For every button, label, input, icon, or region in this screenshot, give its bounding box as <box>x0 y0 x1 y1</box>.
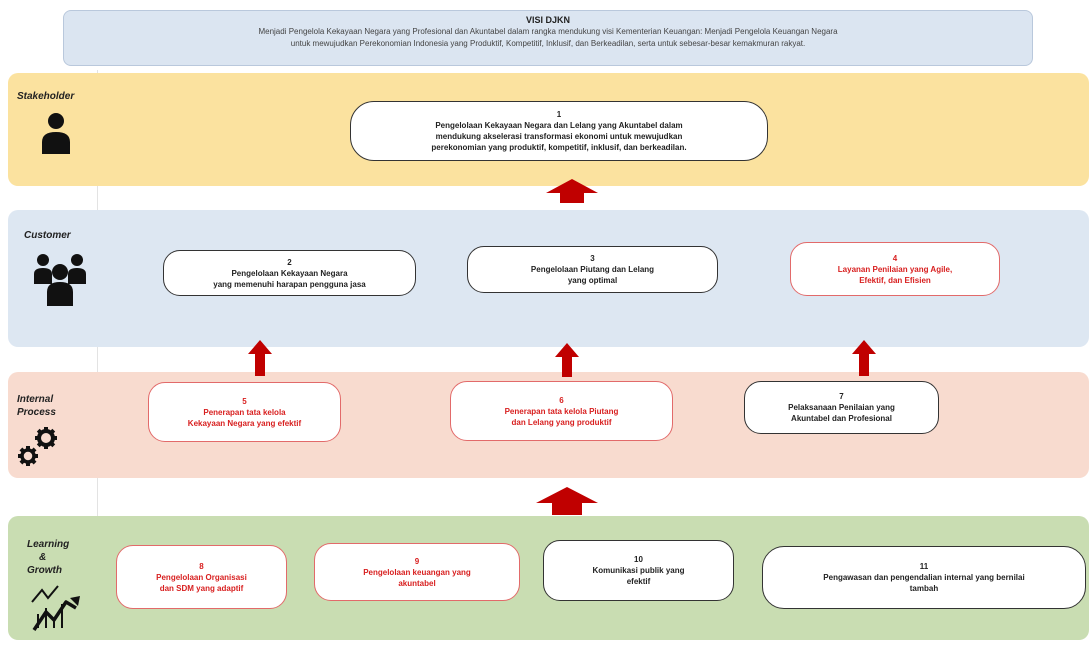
stakeholder-label: Stakeholder <box>17 91 75 102</box>
objective-1-line3: perekonomian yang produktif, kompetitif,… <box>431 143 687 152</box>
objective-11-line2: tambah <box>909 584 939 593</box>
objective-3-line1: Pengelolaan Piutang dan Lelang <box>530 265 655 274</box>
objective-5-box: 5 Penerapan tata kelola Kekayaan Negara … <box>148 382 341 442</box>
objective-4-line2: Efektif, dan Efisien <box>859 275 931 285</box>
objective-4-number: 4 <box>892 253 898 263</box>
internal-process-label: Internal Process <box>17 393 56 419</box>
objective-10-box: 10 Komunikasi publik yang efektif <box>543 540 734 601</box>
objective-3-box: 3 Pengelolaan Piutang dan Lelang yang op… <box>467 246 718 293</box>
learning-label-line1: Learning <box>27 539 70 550</box>
objective-8-line2: dan SDM yang adaptif <box>159 583 244 593</box>
objective-7-number: 7 <box>839 392 844 401</box>
objective-8-box: 8 Pengelolaan Organisasi dan SDM yang ad… <box>116 545 287 609</box>
objective-9-number: 9 <box>414 556 420 566</box>
objective-1-line1: Pengelolaan Kekayaan Negara dan Lelang y… <box>435 121 683 130</box>
objective-5-line1: Penerapan tata kelola <box>203 407 286 417</box>
objective-5-number: 5 <box>242 396 247 406</box>
objective-7-line2: Akuntabel dan Profesional <box>791 414 892 423</box>
objective-10-line2: efektif <box>626 577 651 586</box>
gears-icon <box>18 427 57 466</box>
objective-2-line1: Pengelolaan Kekayaan Negara <box>231 268 348 278</box>
objective-3-line2: yang optimal <box>567 276 618 285</box>
vision-text-line2: untuk mewujudkan Perekonomian Indonesia … <box>290 39 806 48</box>
objective-4-box: 4 Layanan Penilaian yang Agile, Efektif,… <box>790 242 1000 296</box>
arrow-up-objective-6 <box>555 343 579 377</box>
arrow-up-objective-7 <box>852 340 876 376</box>
arrow-up-customer-to-stakeholder <box>546 179 598 203</box>
objective-7-box: 7 Pelaksanaan Penilaian yang Akuntabel d… <box>744 381 939 434</box>
objective-2-box: 2 Pengelolaan Kekayaan Negara yang memen… <box>163 250 416 296</box>
person-icon <box>42 113 70 154</box>
objective-2-number: 2 <box>287 257 292 267</box>
objective-9-line1: Pengelolaan keuangan yang <box>363 567 471 577</box>
objective-8-number: 8 <box>199 561 204 571</box>
objective-3-number: 3 <box>590 254 595 263</box>
objective-1-box: 1 Pengelolaan Kekayaan Negara dan Lelang… <box>350 101 768 161</box>
objective-11-box: 11 Pengawasan dan pengendalian internal … <box>762 546 1086 609</box>
objective-10-number: 10 <box>634 555 643 564</box>
learning-label-line3: Growth <box>27 565 62 576</box>
objective-6-line2: dan Lelang yang produktif <box>511 417 612 427</box>
objective-11-number: 11 <box>919 562 929 571</box>
objective-1-line2: mendukung akselerasi transformasi ekonom… <box>435 132 683 141</box>
objective-10-line1: Komunikasi publik yang <box>592 566 685 575</box>
vision-box: VISI DJKN Menjadi Pengelola Kekayaan Neg… <box>63 10 1033 66</box>
objective-9-box: 9 Pengelolaan keuangan yang akuntabel <box>314 543 520 601</box>
objective-6-line1: Penerapan tata kelola Piutang <box>504 406 619 416</box>
objective-8-line1: Pengelolaan Organisasi <box>156 572 247 582</box>
objective-9-line2: akuntabel <box>398 578 436 588</box>
objective-5-line2: Kekayaan Negara yang efektif <box>187 418 302 428</box>
learning-label-line2: & <box>39 552 47 563</box>
vision-title: VISI DJKN <box>525 15 570 25</box>
learning-growth-label: Learning & Growth <box>27 538 69 577</box>
objective-11-line1: Pengawasan dan pengendalian internal yan… <box>823 573 1025 582</box>
objective-6-box: 6 Penerapan tata kelola Piutang dan Lela… <box>450 381 673 441</box>
growth-chart-icon <box>31 585 80 631</box>
objective-6-number: 6 <box>559 395 564 405</box>
objective-7-line1: Pelaksanaan Penilaian yang <box>788 403 895 412</box>
internal-label-line1: Internal <box>17 394 54 405</box>
customer-label: Customer <box>24 230 71 241</box>
vision-text-line1: Menjadi Pengelola Kekayaan Negara yang P… <box>258 27 838 36</box>
group-icon <box>34 254 86 306</box>
internal-label-line2: Process <box>17 407 56 418</box>
arrow-up-objective-5 <box>248 340 272 376</box>
arrow-up-learning-to-internal <box>536 487 598 515</box>
objective-1-number: 1 <box>556 110 562 119</box>
objective-4-line1: Layanan Penilaian yang Agile, <box>837 264 953 274</box>
vision-text: Menjadi Pengelola Kekayaan Negara yang P… <box>64 25 1032 50</box>
guide-line <box>97 70 98 630</box>
objective-2-line2: yang memenuhi harapan pengguna jasa <box>213 279 366 289</box>
